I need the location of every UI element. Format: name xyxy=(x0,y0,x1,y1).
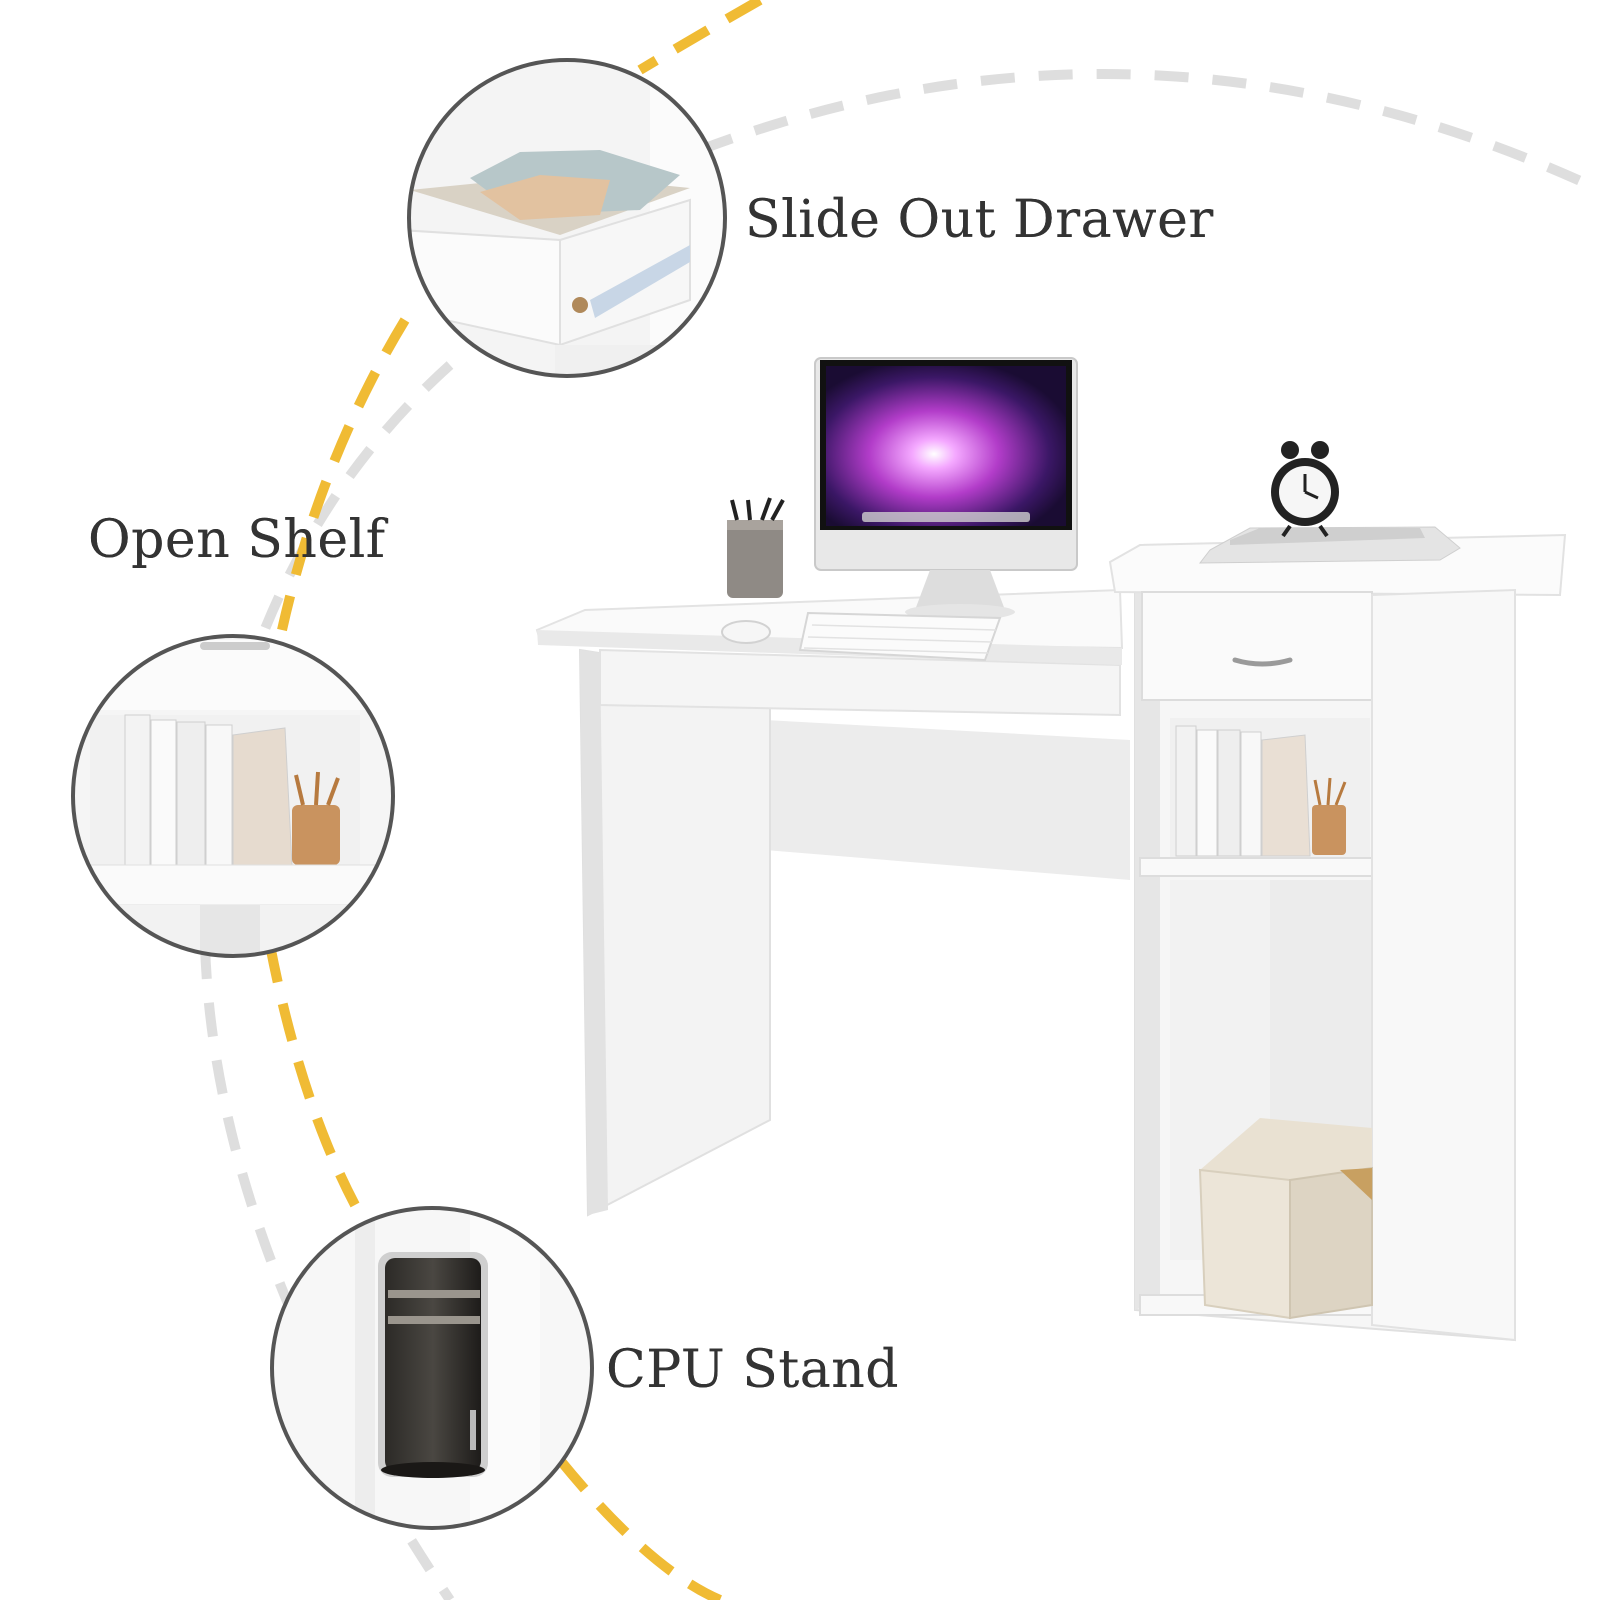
feature-label-cpu: CPU Stand xyxy=(606,1340,900,1400)
yellow-dashed-arc xyxy=(265,0,763,1604)
keyboard xyxy=(798,611,1002,662)
drawer-knob-icon xyxy=(572,297,588,313)
monitor xyxy=(814,357,1078,620)
pen-holder xyxy=(727,497,785,598)
computer-desk xyxy=(535,533,1567,1342)
desk-clock xyxy=(1198,441,1461,564)
shelf-detail-circle xyxy=(71,634,395,958)
drawer-detail-circle xyxy=(407,58,727,378)
cpu-detail-circle xyxy=(270,1206,594,1530)
mouse-icon xyxy=(721,620,771,644)
feature-label-shelf: Open Shelf xyxy=(88,510,386,570)
pencil-cup-icon xyxy=(1312,805,1346,855)
feature-label-drawer: Slide Out Drawer xyxy=(745,190,1214,250)
shelf-books xyxy=(1175,725,1347,857)
drawer-handle-icon xyxy=(1232,657,1293,667)
storage-box xyxy=(1198,1118,1373,1320)
